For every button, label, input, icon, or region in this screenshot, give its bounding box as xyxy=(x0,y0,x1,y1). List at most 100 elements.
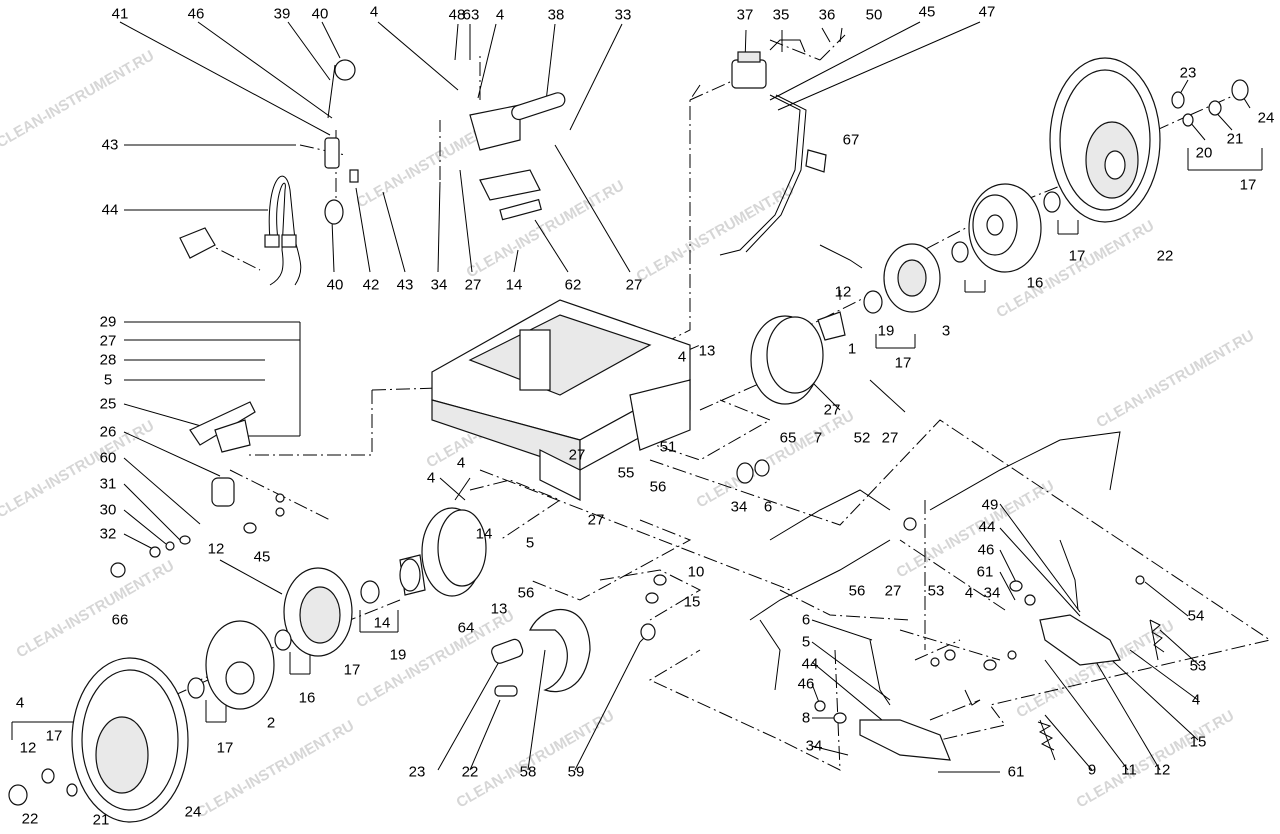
part-number-callout: 66 xyxy=(111,611,129,629)
part-number-callout: 27 xyxy=(587,511,605,529)
part-number-callout: 46 xyxy=(797,675,815,693)
part-number-callout: 33 xyxy=(614,6,632,24)
right-wheel xyxy=(1049,57,1249,223)
part-number-callout: 4 xyxy=(495,6,505,24)
part-number-callout: 25 xyxy=(99,395,117,413)
part-number-callout: 12 xyxy=(834,283,852,301)
part-number-callout: 27 xyxy=(881,429,899,447)
watermark: CLEAN-INSTRUMENT.RU xyxy=(1074,707,1238,811)
part-number-callout: 67 xyxy=(842,131,860,149)
right-brake-drum xyxy=(817,183,1061,341)
watermark: CLEAN-INSTRUMENT.RU xyxy=(454,707,618,811)
part-number-callout: 43 xyxy=(396,276,414,294)
part-number-callout: 51 xyxy=(659,438,677,456)
part-number-callout: 27 xyxy=(884,582,902,600)
part-number-callout: 37 xyxy=(736,6,754,24)
part-number-callout: 27 xyxy=(99,332,117,350)
part-number-callout: 4 xyxy=(15,694,25,712)
part-number-callout: 46 xyxy=(187,5,205,23)
brake-pedal xyxy=(110,401,285,578)
part-number-callout: 60 xyxy=(99,449,117,467)
part-number-callout: 45 xyxy=(918,3,936,21)
part-number-callout: 17 xyxy=(216,739,234,757)
part-number-callout: 27 xyxy=(823,401,841,419)
part-number-callout: 46 xyxy=(977,541,995,559)
parts-layer xyxy=(8,39,1249,823)
part-number-callout: 59 xyxy=(567,763,585,781)
part-number-callout: 20 xyxy=(1195,144,1213,162)
part-number-callout: 44 xyxy=(101,201,119,219)
part-number-callout: 10 xyxy=(687,563,705,581)
part-number-callout: 42 xyxy=(362,276,380,294)
part-number-callout: 61 xyxy=(976,563,994,581)
part-number-callout: 61 xyxy=(1007,763,1025,781)
part-number-callout: 21 xyxy=(92,811,110,829)
part-number-callout: 48 xyxy=(448,6,466,24)
part-number-callout: 4 xyxy=(456,454,466,472)
part-number-callout: 45 xyxy=(253,548,271,566)
part-number-callout: 32 xyxy=(99,525,117,543)
part-number-callout: 4 xyxy=(964,584,974,602)
part-number-callout: 31 xyxy=(99,475,117,493)
watermark: CLEAN-INSTRUMENT.RU xyxy=(894,477,1058,581)
part-number-callout: 14 xyxy=(505,276,523,294)
part-number-callout: 15 xyxy=(1189,733,1207,751)
watermark: CLEAN-INSTRUMENT.RU xyxy=(14,557,178,661)
leader-lines xyxy=(11,21,1263,773)
part-number-callout: 24 xyxy=(1257,109,1275,127)
part-number-callout: 5 xyxy=(525,534,535,552)
part-number-callout: 12 xyxy=(207,540,225,558)
part-number-callout: 6 xyxy=(763,498,773,516)
part-number-callout: 22 xyxy=(1156,247,1174,265)
brake-hose xyxy=(179,175,302,286)
brake-shoe-set xyxy=(491,574,667,697)
watermark: CLEAN-INSTRUMENT.RU xyxy=(694,407,858,511)
part-number-callout: 55 xyxy=(617,464,635,482)
hand-lever xyxy=(469,92,566,221)
part-number-callout: 8 xyxy=(801,709,811,727)
part-number-callout: 63 xyxy=(462,6,480,24)
part-number-callout: 34 xyxy=(983,584,1001,602)
part-number-callout: 28 xyxy=(99,351,117,369)
part-number-callout: 16 xyxy=(1026,274,1044,292)
part-number-callout: 17 xyxy=(45,727,63,745)
part-number-callout: 17 xyxy=(343,661,361,679)
part-number-callout: 41 xyxy=(111,5,129,23)
part-number-callout: 56 xyxy=(649,478,667,496)
part-number-callout: 27 xyxy=(625,276,643,294)
part-number-callout: 30 xyxy=(99,501,117,519)
watermark: CLEAN-INSTRUMENT.RU xyxy=(194,717,358,821)
part-number-callout: 21 xyxy=(1226,130,1244,148)
part-number-callout: 35 xyxy=(772,6,790,24)
left-axle-shaft xyxy=(360,554,426,604)
part-number-callout: 65 xyxy=(779,429,797,447)
part-number-callout: 64 xyxy=(457,619,475,637)
part-number-callout: 17 xyxy=(894,354,912,372)
part-number-callout: 5 xyxy=(801,633,811,651)
part-number-callout: 17 xyxy=(1239,176,1257,194)
part-number-callout: 36 xyxy=(818,6,836,24)
brake-backing-plate xyxy=(283,567,353,657)
part-number-callout: 40 xyxy=(326,276,344,294)
watermark: CLEAN-INSTRUMENT.RU xyxy=(634,181,798,285)
part-number-callout: 1 xyxy=(847,340,857,358)
part-number-callout: 2 xyxy=(266,714,276,732)
part-number-callout: 19 xyxy=(389,646,407,664)
part-number-callout: 14 xyxy=(475,525,493,543)
part-number-callout: 34 xyxy=(730,498,748,516)
part-number-callout: 62 xyxy=(564,276,582,294)
brake-lines xyxy=(736,431,1121,691)
right-brake-band xyxy=(750,315,824,405)
part-number-callout: 13 xyxy=(698,342,716,360)
part-number-callout: 16 xyxy=(298,689,316,707)
part-number-callout: 15 xyxy=(683,593,701,611)
part-number-callout: 54 xyxy=(1187,607,1205,625)
part-number-callout: 34 xyxy=(430,276,448,294)
part-number-callout: 19 xyxy=(877,322,895,340)
watermark: CLEAN-INSTRUMENT.RU xyxy=(1094,327,1258,431)
part-number-callout: 53 xyxy=(927,582,945,600)
part-number-callout: 4 xyxy=(1191,691,1201,709)
part-number-callout: 29 xyxy=(99,313,117,331)
